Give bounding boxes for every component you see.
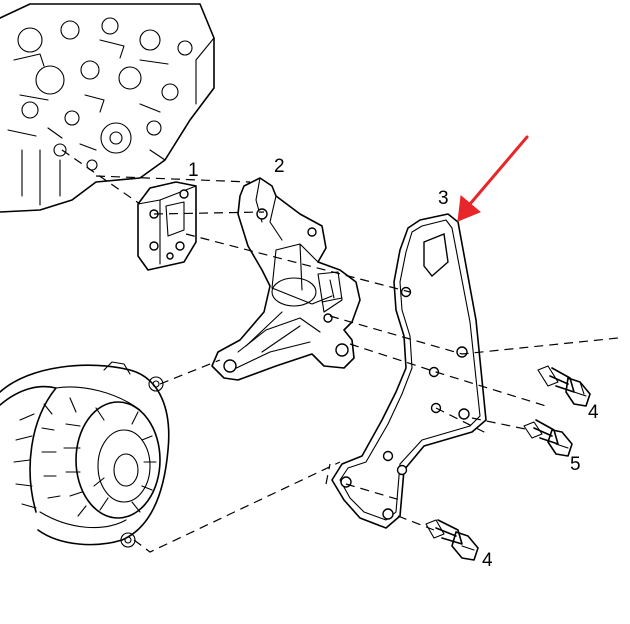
callout-part-3: 3 — [438, 188, 449, 209]
callout-part-4-upper: 4 — [588, 402, 599, 423]
part-3-mounting-plate — [331, 213, 487, 529]
bolt-4-lower — [425, 519, 479, 561]
callout-part-5: 5 — [570, 454, 581, 475]
alternator — [0, 361, 170, 548]
callout-part-4-lower: 4 — [482, 550, 493, 571]
assembly-lines — [61, 149, 619, 553]
bolt-5 — [523, 419, 573, 457]
red-pointer-arrow — [457, 135, 529, 222]
bolt-4-upper — [537, 365, 591, 407]
callout-part-2: 2 — [274, 156, 285, 177]
part-1-spacer-block — [137, 181, 197, 271]
part-2-cast-bracket — [211, 177, 361, 381]
engine-block — [0, 3, 215, 213]
callout-part-1: 1 — [188, 160, 199, 181]
